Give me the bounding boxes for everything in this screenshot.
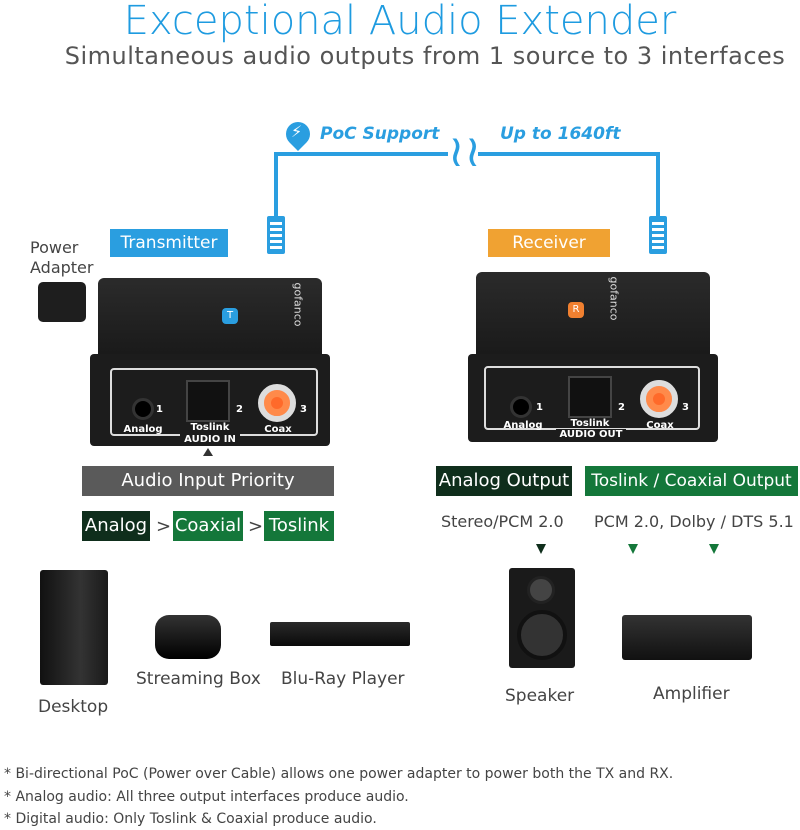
priority-analog: Analog bbox=[82, 511, 150, 541]
panel-label: AUDIO IN bbox=[180, 434, 240, 445]
brand-logo: gofanco bbox=[291, 282, 305, 327]
tx-badge: T bbox=[222, 308, 238, 324]
pointer-up-icon bbox=[203, 448, 213, 456]
priority-toslink: Toslink bbox=[264, 511, 334, 541]
page-title: Exceptional Audio Extender bbox=[123, 0, 677, 44]
priority-separator: > bbox=[248, 516, 264, 537]
desktop-label: Desktop bbox=[38, 697, 109, 717]
poc-label: PoC Support bbox=[320, 124, 440, 144]
desktop-image bbox=[40, 570, 108, 685]
toslink-port bbox=[186, 380, 230, 422]
speaker-image bbox=[509, 568, 575, 668]
transmitter-device: gofanco T Analog 1 Toslink 2 AUDIO IN Co… bbox=[90, 278, 330, 446]
distance-label: Up to 1640ft bbox=[500, 124, 621, 144]
transmitter-tag: Transmitter bbox=[110, 229, 228, 257]
cable-right-drop bbox=[656, 152, 660, 218]
arrow-down-icon bbox=[709, 544, 719, 554]
toslink-port-label: Toslink bbox=[570, 418, 610, 429]
footnote: * Bi-directional PoC (Power over Cable) … bbox=[4, 766, 674, 782]
bluray-player-label: Blu-Ray Player bbox=[281, 669, 405, 689]
coax-port bbox=[640, 380, 678, 418]
speaker-label: Speaker bbox=[505, 686, 575, 706]
priority-coaxial: Coaxial bbox=[173, 511, 243, 541]
digital-output-title: Toslink / Coaxial Output bbox=[585, 466, 798, 496]
analog-port-label: Analog bbox=[123, 424, 163, 435]
power-adapter-icon bbox=[38, 282, 86, 322]
analog-port-label: Analog bbox=[503, 420, 543, 431]
analog-output-title: Analog Output bbox=[436, 466, 572, 496]
coax-port-label: Coax bbox=[646, 420, 674, 431]
arrow-down-icon bbox=[536, 544, 546, 554]
cable-break: ≀≀ bbox=[448, 130, 481, 180]
priority-separator: > bbox=[156, 516, 172, 537]
analog-output-desc: Stereo/PCM 2.0 bbox=[441, 512, 564, 531]
rj45-left-icon bbox=[267, 216, 285, 254]
panel-label: AUDIO OUT bbox=[556, 429, 626, 440]
page-subtitle: Simultaneous audio outputs from 1 source… bbox=[64, 42, 786, 70]
amplifier-label: Amplifier bbox=[653, 684, 730, 704]
amplifier-image bbox=[622, 615, 752, 660]
coax-port bbox=[258, 384, 296, 422]
brand-logo: gofanco bbox=[607, 276, 621, 321]
receiver-device: gofanco R Analog 1 Toslink 2 AUDIO OUT C… bbox=[468, 272, 718, 442]
receiver-tag: Receiver bbox=[488, 229, 610, 257]
port-number: 1 bbox=[156, 404, 163, 415]
port-number: 2 bbox=[236, 404, 243, 415]
port-number: 3 bbox=[682, 402, 689, 413]
bolt-glyph: ⚡ bbox=[291, 122, 303, 141]
footnote: * Digital audio: Only Toslink & Coaxial … bbox=[4, 811, 377, 827]
arrow-down-icon bbox=[628, 544, 638, 554]
digital-output-desc: PCM 2.0, Dolby / DTS 5.1 bbox=[594, 512, 794, 531]
port-number: 2 bbox=[618, 402, 625, 413]
toslink-port-label: Toslink bbox=[190, 422, 230, 433]
rj45-right-icon bbox=[649, 216, 667, 254]
power-adapter-label: Power Adapter bbox=[30, 238, 94, 277]
streaming-box-label: Streaming Box bbox=[136, 669, 261, 689]
analog-jack bbox=[132, 398, 154, 420]
bluray-player-image bbox=[270, 622, 410, 646]
rx-badge: R bbox=[568, 302, 584, 318]
analog-jack bbox=[510, 396, 532, 418]
priority-title: Audio Input Priority bbox=[82, 466, 334, 496]
port-number: 1 bbox=[536, 402, 543, 413]
toslink-port bbox=[568, 376, 612, 418]
streaming-box-image bbox=[155, 615, 221, 659]
footnote: * Analog audio: All three output interfa… bbox=[4, 789, 409, 805]
cable-left-drop bbox=[274, 152, 278, 218]
port-number: 3 bbox=[300, 404, 307, 415]
coax-port-label: Coax bbox=[264, 424, 292, 435]
